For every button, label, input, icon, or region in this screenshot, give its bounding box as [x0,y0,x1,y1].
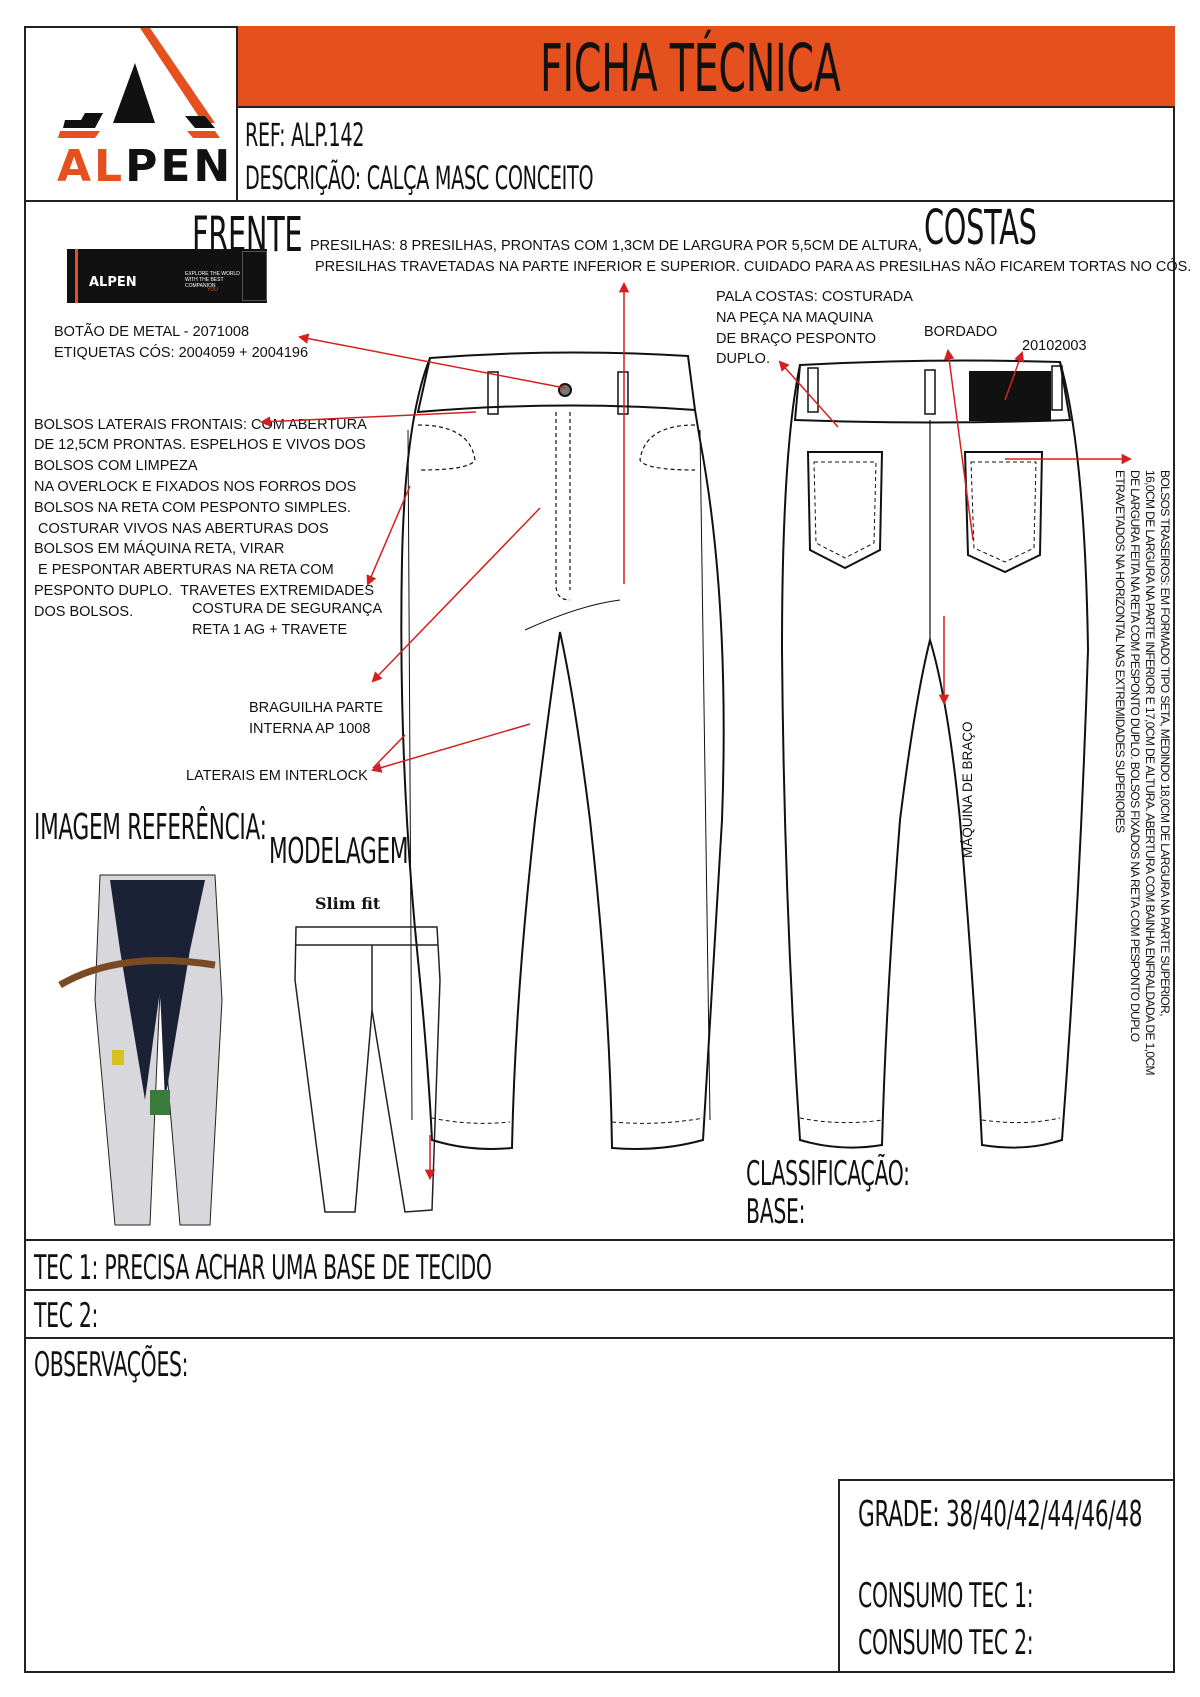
arrow-bordado [943,348,974,541]
waistband-label-image: ALPEN EXPLORE THE WORLD WITH THE BEST CO… [67,249,267,303]
back-label-image [969,371,1051,421]
arrow-botao [297,333,566,389]
brand-name: ALPEN [57,141,234,192]
note-laterais: LATERAIS EM INTERLOCK [186,768,368,784]
grade-field: GRADE: 38/40/42/44/46/48 [858,1494,1143,1535]
logo-divider [236,26,238,202]
fit-label: Slim fit [315,894,381,913]
logo-mountain-icon [113,63,155,123]
arrow-etiqueta [1004,351,1025,401]
alpen-logo [58,28,220,138]
classification-label: CLASSIFICAÇÃO: [746,1154,910,1194]
arrow-laterais [370,723,531,773]
description-field: DESCRIÇÃO: CALÇA MASC CONCEITO [245,159,594,197]
header-divider [24,200,1175,202]
page-title: FICHA TÉCNICA [540,30,841,107]
divider [24,1337,1175,1339]
divider [24,1239,1175,1241]
note-bordado: BORDADO [924,324,998,340]
observations-field: OBSERVAÇÕES: [34,1345,189,1385]
button-icon [558,383,572,397]
callout-arrows [259,281,1133,1181]
arrow-pala [778,360,839,428]
arrow-braguilha [371,507,541,683]
title-bar [236,26,1175,108]
note-etiqueta-costas: 20102003 [1022,338,1087,354]
ref-field: REF: ALP.142 [245,116,365,154]
back-pants-drawing [780,359,1090,1149]
divider [24,1289,1175,1291]
consumo-tec1-field: CONSUMO TEC 1: [858,1576,1034,1616]
arrow-laterais-2 [372,734,406,769]
front-pants-drawing [400,351,725,1150]
arrow-bolsos [259,411,477,427]
modelagem-label: MODELAGEM [269,831,409,872]
tec2-field: TEC 2: [34,1296,99,1336]
reference-photo [58,874,223,1226]
reference-image-label: IMAGEM REFERÊNCIA: [34,807,267,848]
tec1-field: TEC 1: PRECISA ACHAR UMA BASE DE TECIDO [34,1248,492,1288]
note-presilhas: PRESILHAS: 8 PRESILHAS, PRONTAS COM 1,3C… [310,238,1192,275]
consumo-tec2-field: CONSUMO TEC 2: [858,1623,1034,1663]
base-label: BASE: [746,1192,806,1232]
slim-fit-sketch [294,926,441,1213]
arrow-costura [366,485,411,586]
back-view-title: COSTAS [924,200,1037,256]
grade-box: GRADE: 38/40/42/44/46/48 CONSUMO TEC 1: … [838,1479,1175,1673]
